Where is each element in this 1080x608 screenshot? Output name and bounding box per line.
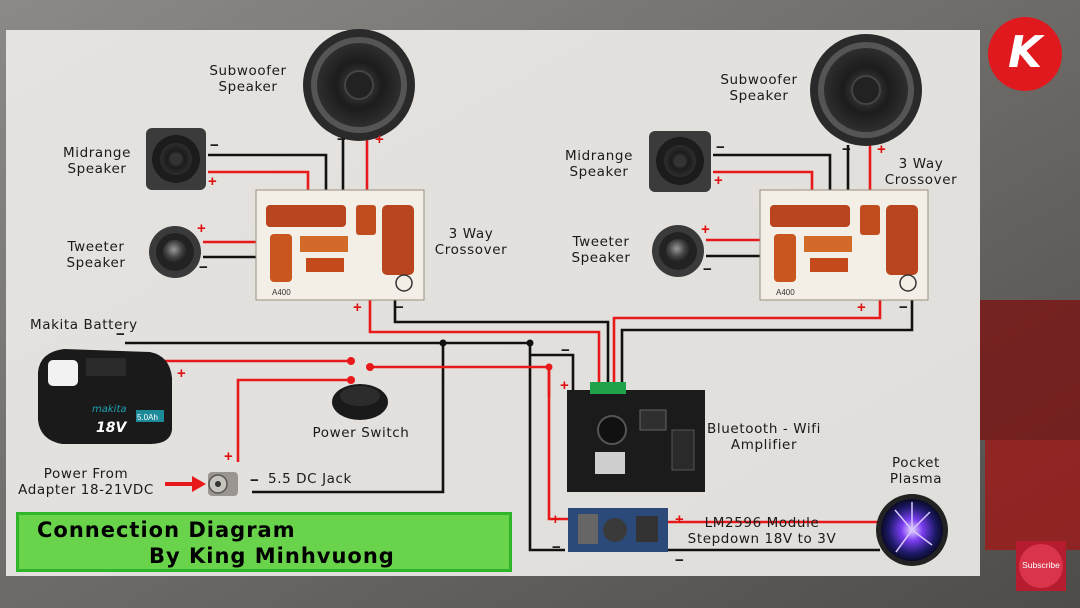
crossover-right-marking: A400 [776, 288, 795, 297]
sign-mid-right-pos: + [714, 172, 723, 189]
amplifier-board [567, 382, 705, 492]
logo-letter: K [1007, 27, 1043, 78]
sign-sub-left-pos: + [375, 131, 384, 148]
sign-dcjack-pos: + [224, 448, 233, 465]
label-power-from: Power From Adapter 18-21VDC [18, 466, 154, 498]
sign-lm-in-neg: − [552, 539, 561, 556]
label-midrange-right: Midrange Speaker [564, 148, 634, 180]
sign-sub-right-pos: + [877, 141, 886, 158]
wire-mid-left-pos [208, 170, 310, 190]
subscribe-label: Subscribe [1022, 560, 1060, 570]
sign-dcjack-neg: − [250, 472, 259, 489]
sign-lm-out-neg: − [675, 552, 684, 569]
background-red-coil [980, 300, 1080, 440]
label-dc-jack: 5.5 DC Jack [268, 471, 352, 487]
sign-xover-left-neg: − [395, 299, 404, 316]
junction-dot [545, 363, 553, 371]
wire-mid-right-pos [713, 170, 814, 190]
switch-terminal [366, 363, 374, 371]
crossover-left-marking: A400 [272, 288, 291, 297]
power-input-arrow [165, 476, 206, 492]
wires [125, 140, 914, 552]
crossover-left: A400 [255, 189, 425, 301]
sign-tw-left-pos: + [197, 220, 206, 237]
wire-battery-neg-bus [125, 341, 565, 552]
junctions [347, 339, 553, 384]
sign-mid-left-neg: − [210, 137, 219, 154]
sign-mid-left-pos: + [208, 173, 217, 190]
wire-mid-left-neg [208, 153, 328, 190]
midrange-left [146, 128, 206, 190]
power-switch [332, 384, 388, 420]
label-subwoofer-left: Subwoofer Speaker [209, 63, 287, 95]
tweeter-left [149, 226, 201, 278]
label-midrange-left: Midrange Speaker [62, 145, 132, 177]
sign-sub-right-neg: − [842, 141, 851, 158]
tweeter-right [652, 225, 704, 277]
sign-mid-right-neg: − [716, 139, 725, 156]
pocket-plasma [876, 494, 948, 566]
battery-voltage: 18V [96, 420, 127, 436]
title-line-2: By King Minhvuong [149, 544, 395, 568]
label-amplifier: Bluetooth - Wifi Amplifier [707, 421, 821, 453]
subscribe-button[interactable]: Subscribe [1016, 541, 1066, 591]
label-tweeter-left: Tweeter Speaker [66, 239, 126, 271]
subscribe-circle [1019, 544, 1063, 588]
label-battery: Makita Battery [30, 317, 138, 333]
junction-dot [439, 339, 447, 347]
label-lm2596: LM2596 Module Stepdown 18V to 3V [687, 515, 837, 547]
sign-sub-left-neg: − [337, 131, 346, 148]
battery-brand: makita [92, 404, 127, 415]
label-crossover-right: 3 Way Crossover [884, 156, 958, 188]
label-plasma: Pocket Plasma [889, 455, 943, 487]
wire-xover-left-in-neg [393, 299, 610, 384]
wire-xover-right-in-neg [620, 299, 914, 384]
title-line-1: Connection Diagram [37, 518, 296, 542]
sign-lm-out-pos: + [675, 511, 684, 528]
sign-tw-left-neg: − [199, 259, 208, 276]
wire-dcjack-pos [236, 378, 351, 462]
label-power-switch: Power Switch [312, 425, 410, 441]
sign-battery-pos: + [177, 365, 186, 382]
label-subwoofer-right: Subwoofer Speaker [720, 72, 798, 104]
battery-capacity: 5.0Ah [137, 413, 158, 422]
dc-jack [208, 472, 238, 496]
label-crossover-left: 3 Way Crossover [434, 226, 508, 258]
wire-amp-neg [530, 353, 575, 392]
makita-battery: makita 18V 5.0Ah [38, 349, 172, 444]
sign-tw-right-pos: + [701, 221, 710, 238]
sign-amp-pos: + [560, 377, 569, 394]
lm2596-module [568, 508, 668, 552]
sign-tw-right-neg: − [703, 261, 712, 278]
midrange-right [649, 131, 711, 192]
crossover-right: A400 [759, 189, 929, 301]
sign-amp-neg: − [561, 342, 570, 359]
subwoofer-right [810, 34, 922, 146]
wire-xover-right-in-pos [612, 299, 882, 384]
sign-battery-neg: − [116, 326, 125, 343]
sign-xover-right-pos: + [857, 299, 866, 316]
wire-xover-left-in-pos [368, 299, 601, 384]
switch-terminal [347, 376, 355, 384]
wire-switch-to-lm2596 [547, 367, 568, 521]
switch-terminal [347, 357, 355, 365]
sign-lm-in-pos: + [551, 511, 560, 528]
background-red-block [985, 440, 1080, 550]
channel-logo: K [988, 17, 1062, 91]
label-tweeter-right: Tweeter Speaker [571, 234, 631, 266]
sign-xover-left-pos: + [353, 299, 362, 316]
sign-xover-right-neg: − [899, 299, 908, 316]
wire-mid-right-neg [713, 153, 832, 190]
junction-dot [526, 339, 534, 347]
subwoofer-left [303, 29, 415, 141]
wire-dcjack-neg [252, 343, 445, 494]
title-box: Connection Diagram By King Minhvuong [16, 512, 512, 572]
